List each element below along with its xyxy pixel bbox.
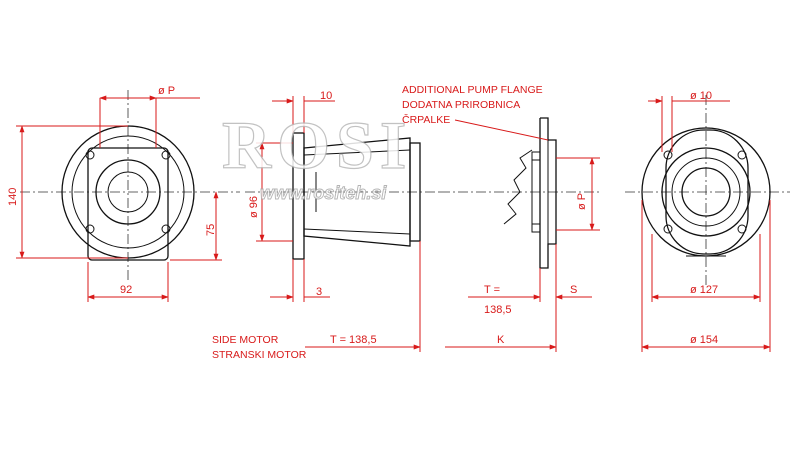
rear-view — [625, 95, 790, 285]
watermark-url: www.rositeh.si — [260, 183, 387, 203]
front-offset-label: 75 — [205, 224, 217, 236]
flange-t-value-label: 138,5 — [484, 304, 512, 316]
rear-dia-154-label: ø 154 — [690, 334, 718, 346]
front-dia-p-label: ø P — [158, 85, 175, 97]
flange-note-line3: ČRPALKE — [402, 113, 450, 126]
front-view-dimensions: ø P 140 75 92 — [7, 85, 222, 302]
watermark: ROSI www.rositeh.si — [221, 106, 412, 203]
rear-dia-127-label: ø 127 — [690, 284, 718, 296]
side-view-dimensions: 10 ø 96 3 T = 138,5 — [248, 90, 421, 352]
side-t-value-label: T = 138,5 — [330, 334, 377, 346]
motor-note-line2: STRANSKI MOTOR — [212, 349, 307, 361]
rear-dia-10-label: ø 10 — [690, 90, 712, 102]
front-view — [20, 90, 240, 280]
motor-note-line1: SIDE MOTOR — [212, 334, 279, 346]
flange-dia-p-label: ø P — [576, 193, 588, 210]
side-dia-96-label: ø 96 — [248, 196, 260, 218]
flange-t-label: T = — [484, 284, 500, 296]
side-thickness-top-label: 10 — [320, 90, 332, 102]
front-height-label: 140 — [7, 188, 19, 206]
pump-flange-dimensions: ø P T = 138,5 S K — [445, 119, 600, 352]
motor-note: SIDE MOTOR STRANSKI MOTOR — [212, 334, 307, 361]
side-view — [245, 132, 440, 260]
rear-view-dimensions: ø 10 ø 127 ø 154 — [641, 90, 771, 352]
flange-note: ADDITIONAL PUMP FLANGE DODATNA PRIROBNIC… — [402, 84, 543, 126]
flange-s-label: S — [570, 284, 577, 296]
side-thickness-bottom-label: 3 — [316, 286, 322, 298]
front-width-label: 92 — [120, 284, 132, 296]
flange-note-line2: DODATNA PRIROBNICA — [402, 99, 520, 111]
watermark-brand: ROSI — [222, 107, 412, 183]
flange-k-label: K — [497, 334, 505, 346]
flange-note-line1: ADDITIONAL PUMP FLANGE — [402, 84, 543, 96]
